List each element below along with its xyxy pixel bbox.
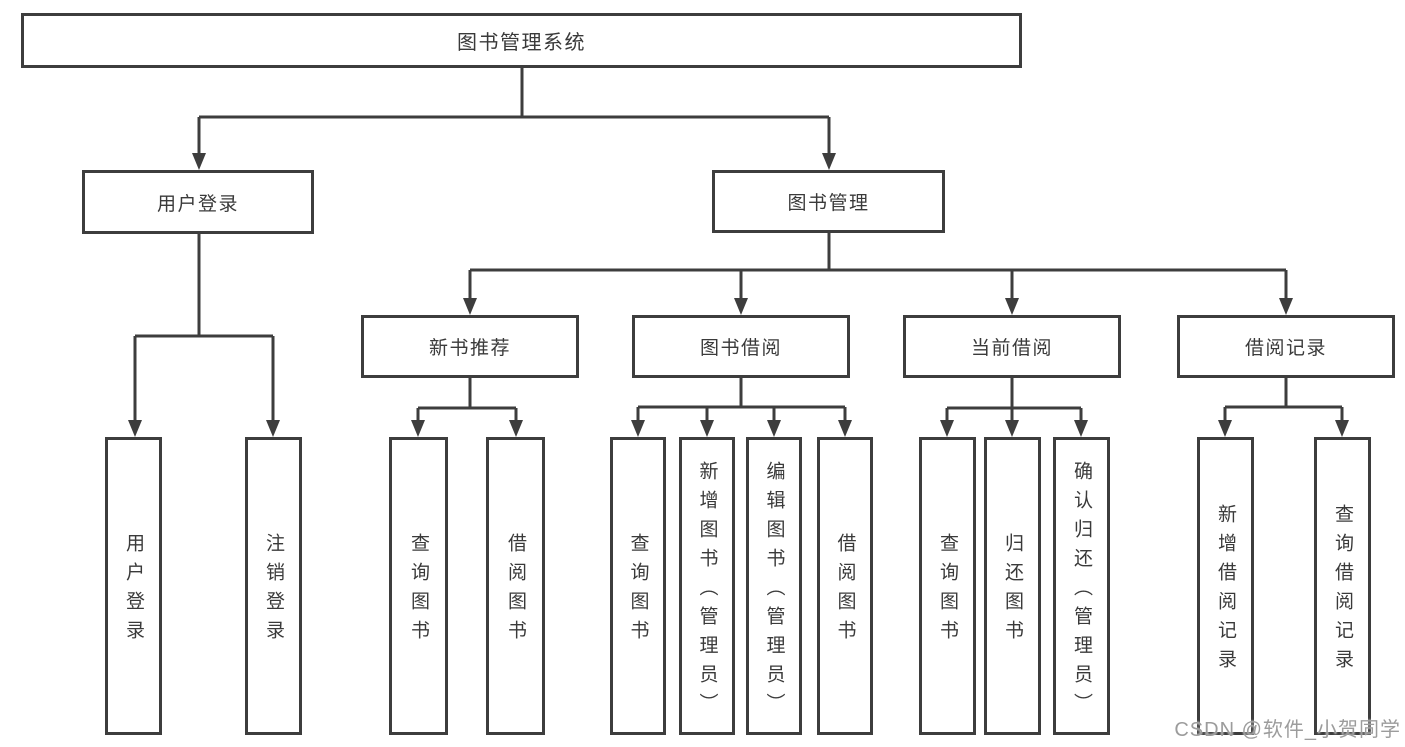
node-label: 查询图书 [408,533,429,649]
arrowhead-icon [940,420,954,437]
node-label: 查询借阅记录 [1332,504,1353,678]
arrowhead-icon [631,420,645,437]
branch-book-management: 图书管理 [712,170,945,233]
csdn-watermark: CSDN @软件_小贺同学 [1174,719,1401,741]
arrowhead-icon [1005,420,1019,437]
leaf-query-books-current: 查询图书 [919,437,976,735]
node-label: 图书管理系统 [457,32,586,54]
arrowhead-icon [463,298,477,315]
branch-current-borrow: 当前借阅 [903,315,1121,378]
node-label: 新增借阅记录 [1215,504,1236,678]
node-label: 用户登录 [123,533,144,649]
node-label: 新书推荐 [428,338,511,359]
connector-book-management-children [463,233,1293,315]
arrowhead-icon [128,420,142,437]
node-label: 借阅记录 [1244,338,1327,359]
node-label: 图书借阅 [699,338,782,359]
node-label: 新增图书（管理员） [696,460,718,722]
node-label: 编辑图书（管理员） [763,460,785,722]
arrowhead-icon [1218,420,1232,437]
node-label: 用户登录 [156,193,239,215]
connector-current-borrow-children [940,378,1088,437]
arrowhead-icon [509,420,523,437]
node-label: 图书管理 [787,193,870,214]
node-label: 确认归还（管理员） [1071,460,1092,722]
branch-user-login: 用户登录 [82,170,314,234]
connector-root-to-level2 [192,68,836,170]
leaf-user-login: 用户登录 [105,437,162,735]
node-label: 归还图书 [1002,533,1023,649]
connector-book-borrow-children [631,378,852,437]
arrowhead-icon [411,420,425,437]
branch-book-borrow: 图书借阅 [632,315,850,378]
arrowhead-icon [767,420,781,437]
leaf-borrow-books-recommend: 借阅图书 [486,437,545,735]
leaf-return-books: 归还图书 [984,437,1041,735]
leaf-borrow-books-borrow: 借阅图书 [817,437,873,735]
arrowhead-icon [192,153,206,170]
arrowhead-icon [838,420,852,437]
connector-borrow-records-children [1218,378,1349,437]
node-label: 当前借阅 [970,338,1053,359]
arrowhead-icon [1279,298,1293,315]
node-label: 查询图书 [937,533,958,649]
leaf-add-borrow-record: 新增借阅记录 [1197,437,1254,735]
leaf-query-books-recommend: 查询图书 [389,437,448,735]
node-label: 借阅图书 [505,533,526,649]
branch-borrow-records: 借阅记录 [1177,315,1395,378]
arrowhead-icon [700,420,714,437]
node-label: 查询图书 [627,533,649,649]
leaf-query-books-borrow: 查询图书 [610,437,666,735]
arrowhead-icon [1335,420,1349,437]
arrowhead-icon [822,153,836,170]
leaf-add-book-admin: 新增图书（管理员） [679,437,735,735]
connector-new-book-children [411,378,523,437]
leaf-confirm-return-admin: 确认归还（管理员） [1053,437,1110,735]
node-label: 借阅图书 [834,533,856,649]
node-label: 注销登录 [263,533,284,649]
arrowhead-icon [1005,298,1019,315]
arrowhead-icon [1074,420,1088,437]
node-library-management-system: 图书管理系统 [21,13,1022,68]
leaf-logout: 注销登录 [245,437,302,735]
connector-user-login-children [128,234,280,437]
leaf-query-borrow-record: 查询借阅记录 [1314,437,1371,735]
branch-new-book-recommend: 新书推荐 [361,315,579,378]
arrowhead-icon [266,420,280,437]
leaf-edit-book-admin: 编辑图书（管理员） [746,437,802,735]
arrowhead-icon [734,298,748,315]
